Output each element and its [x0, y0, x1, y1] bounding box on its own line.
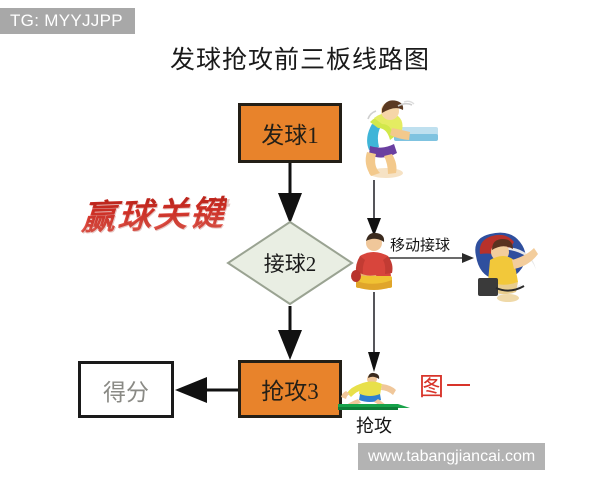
table-tennis-receiver-icon: [351, 232, 393, 290]
flow-node-serve-label: 发球1: [261, 123, 319, 148]
table-tennis-return-icon: [475, 232, 538, 302]
diamond-shape: [226, 220, 354, 306]
page-title: 发球抢攻前三板线路图: [169, 47, 430, 74]
calligraphy-text: 赢球关键: [80, 186, 228, 240]
flow-node-serve[interactable]: 发球1: [238, 103, 342, 163]
arrow-server-to-receiver: [367, 180, 381, 236]
flow-node-attack-label: 抢攻3: [261, 379, 319, 404]
arrow-receive-to-attack: [278, 306, 302, 360]
flow-node-receive[interactable]: 接球2: [226, 220, 354, 306]
arrow-move-receive: [384, 253, 474, 263]
flow-node-attack[interactable]: 抢攻3: [238, 360, 342, 418]
table-tennis-server-icon: [365, 100, 438, 178]
table-tennis-attacker-icon: [338, 372, 410, 410]
annotation-attack-caption: 抢攻: [356, 416, 392, 436]
flow-node-receive-label: 接球2: [263, 252, 317, 276]
flow-node-score-label: 得分: [103, 379, 149, 405]
flow-node-score[interactable]: 得分: [78, 361, 174, 418]
arrow-attack-to-score: [175, 377, 238, 403]
annotation-figure-label: 图一: [419, 374, 474, 401]
arrow-receiver-to-attacker: [368, 292, 380, 372]
watermark-bottom-right: www.tabangjiancai.com: [358, 443, 546, 470]
watermark-top-left: TG: MYYJJPP: [0, 8, 135, 34]
annotation-move-receive: 移动接球: [390, 238, 451, 254]
arrow-serve-to-receive: [278, 163, 302, 224]
